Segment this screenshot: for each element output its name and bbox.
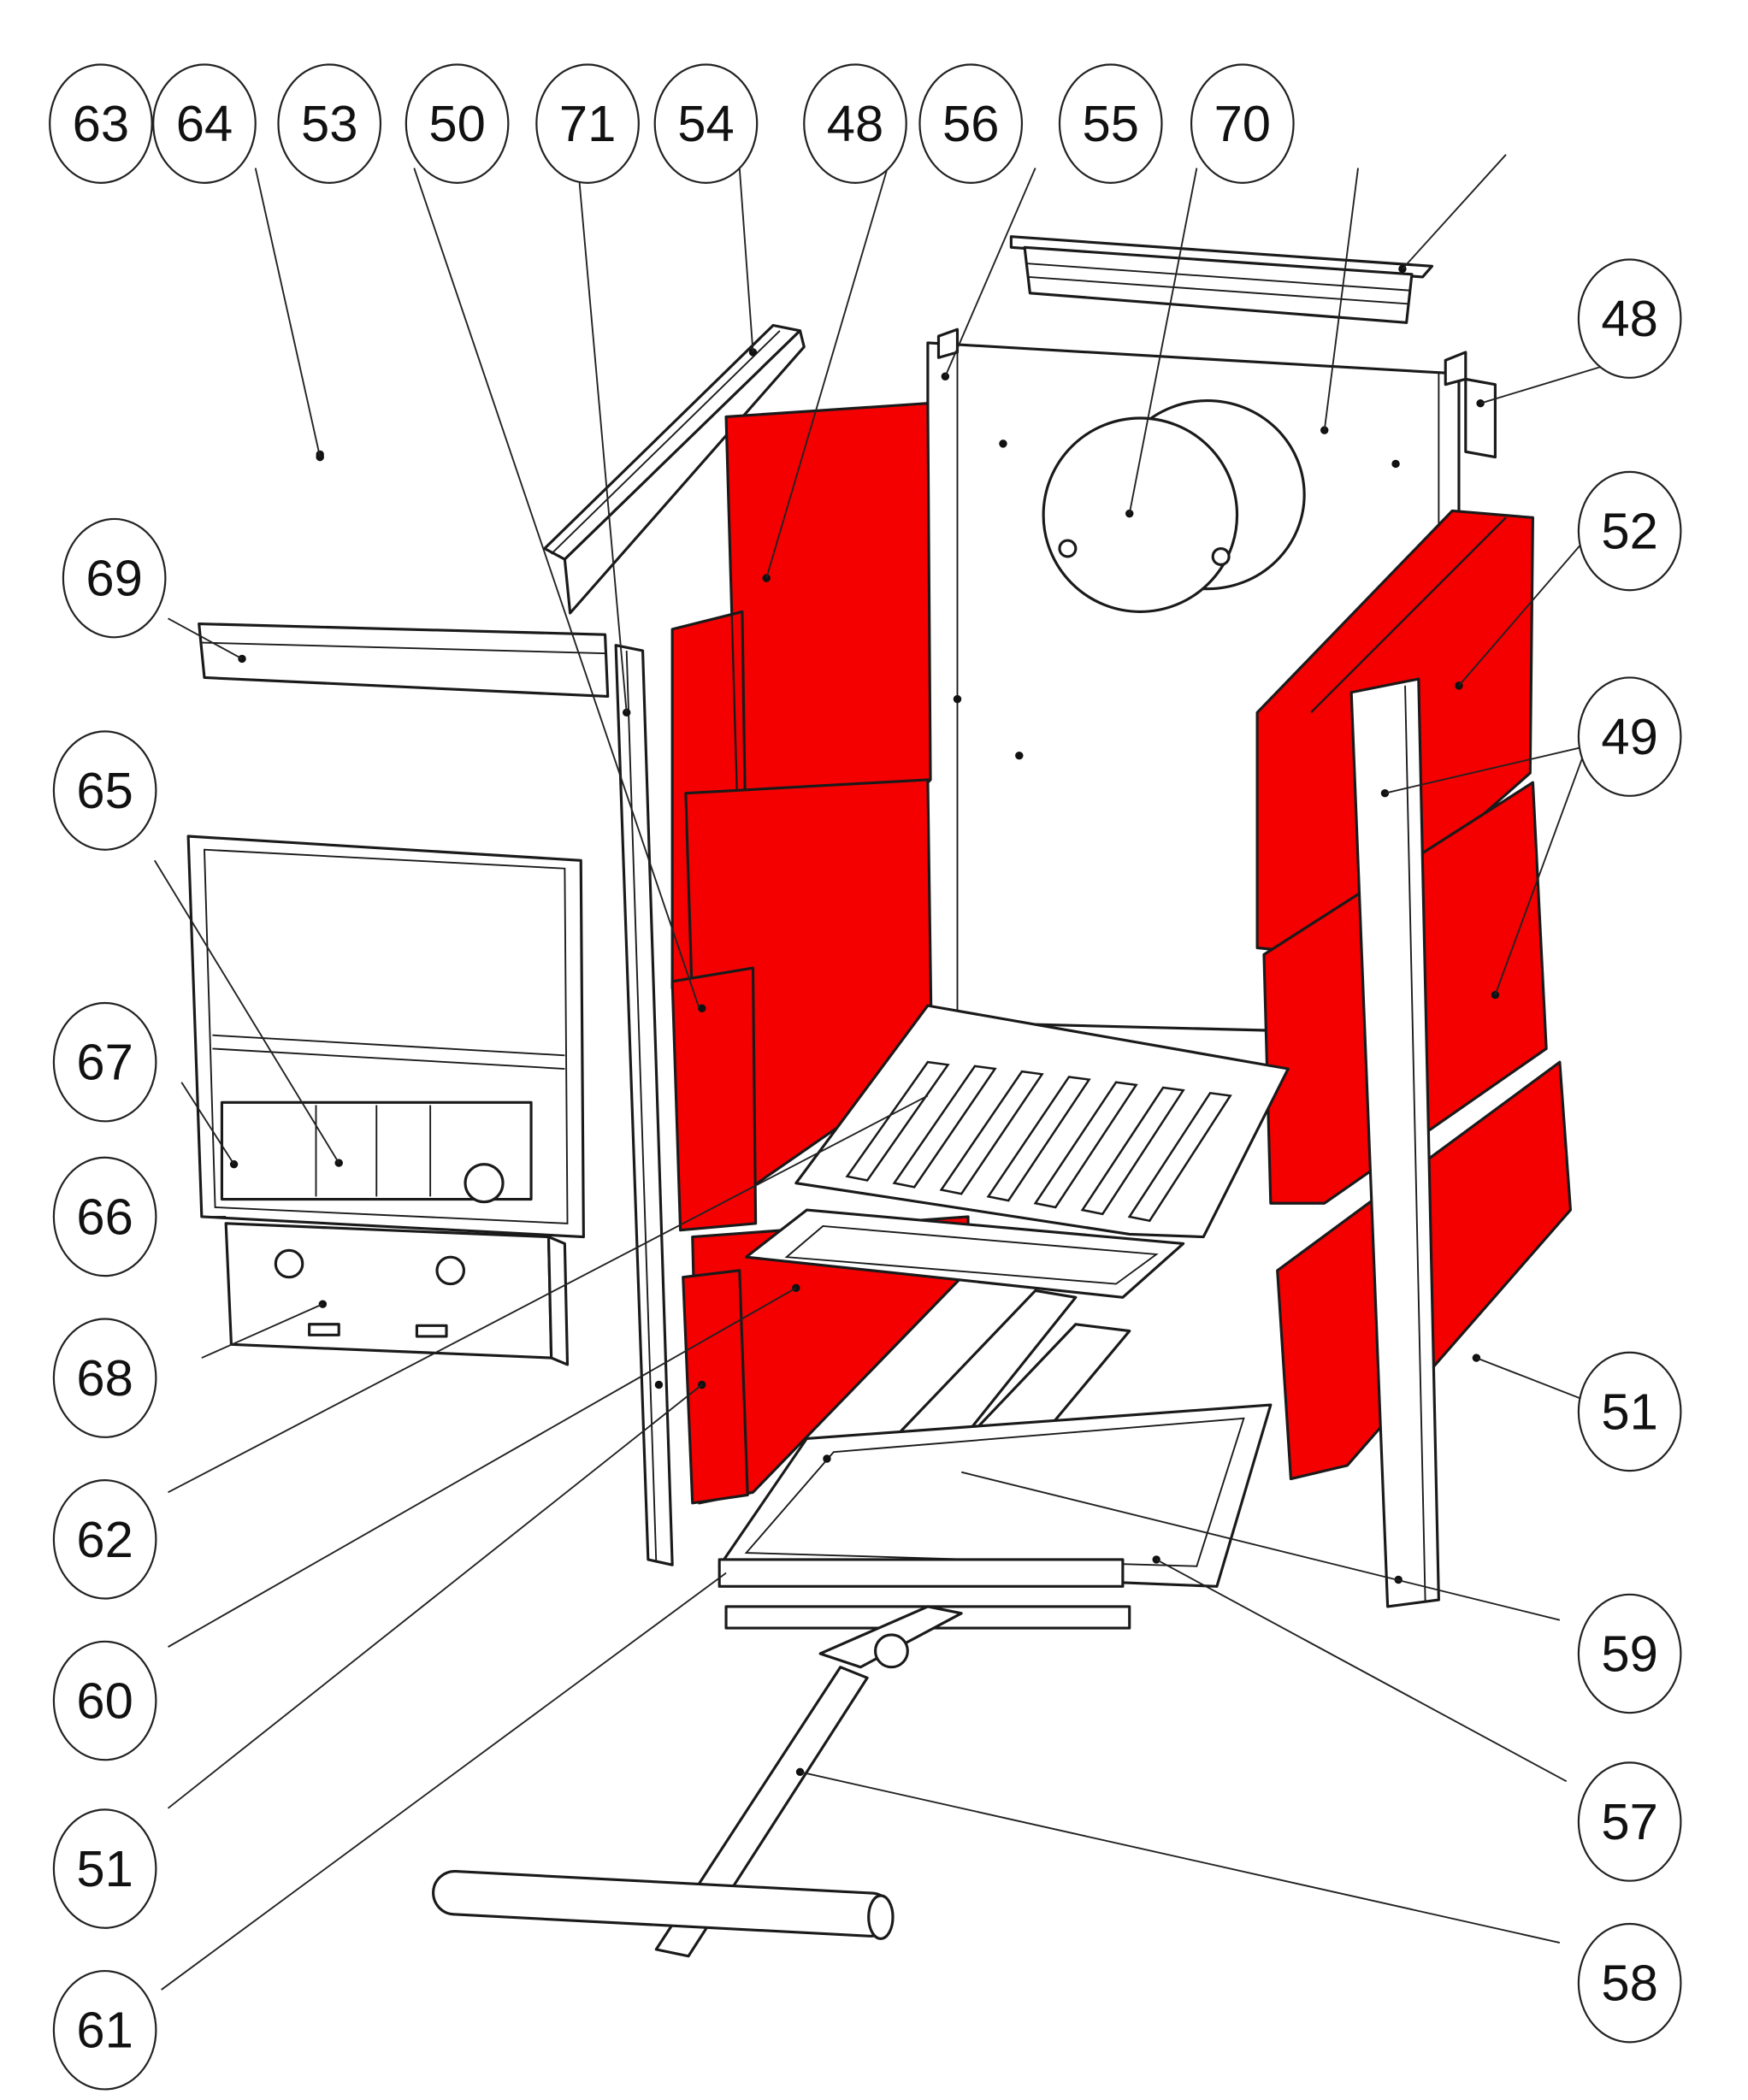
part-grate-62	[794, 1004, 1290, 1239]
part-cross-bar-61	[724, 1605, 1131, 1669]
svg-text:56: 56	[942, 95, 999, 152]
svg-text:58: 58	[1601, 1955, 1657, 2012]
part-firebrick-51-left	[682, 1215, 970, 1505]
callout-60: 60	[52, 1640, 157, 1761]
svg-text:70: 70	[1214, 95, 1271, 152]
callout-51-right: 51	[1577, 1351, 1682, 1472]
part-ash-pan-68	[224, 1222, 570, 1366]
svg-text:60: 60	[76, 1672, 133, 1730]
part-door-mechanism-65	[220, 1100, 533, 1204]
callout-62: 62	[52, 1479, 157, 1600]
part-side-post-50	[614, 644, 674, 1566]
svg-text:62: 62	[76, 1511, 133, 1568]
callout-56: 56	[918, 63, 1024, 184]
svg-text:61: 61	[76, 2002, 133, 2059]
callout-61: 61	[52, 1969, 157, 2091]
callout-69: 69	[62, 517, 167, 639]
grate-slots	[845, 1060, 1232, 1223]
callout-63: 63	[49, 63, 153, 184]
callout-48-right: 48	[1577, 258, 1682, 379]
callout-71: 71	[535, 63, 640, 184]
part-grate-frame-60	[745, 1208, 1185, 1299]
part-upright-channel	[1349, 677, 1440, 1608]
part-top-rail-70	[1009, 235, 1434, 324]
callout-70: 70	[1190, 63, 1295, 184]
svg-text:64: 64	[176, 95, 233, 152]
callout-66: 66	[52, 1156, 157, 1277]
callout-53: 53	[277, 63, 382, 184]
svg-text:66: 66	[76, 1188, 133, 1245]
callout-48-top: 48	[803, 63, 907, 184]
callout-59: 59	[1577, 1593, 1682, 1714]
callout-68: 68	[52, 1318, 157, 1438]
callout-57: 57	[1577, 1761, 1682, 1882]
callout-65: 65	[52, 730, 157, 851]
part-ash-tray-57	[718, 1403, 1273, 1588]
callout-49: 49	[1577, 676, 1682, 797]
svg-text:71: 71	[559, 95, 616, 152]
callout-58: 58	[1577, 1922, 1682, 2044]
callout-54: 54	[653, 63, 759, 184]
svg-text:50: 50	[428, 95, 485, 152]
svg-text:54: 54	[677, 95, 734, 152]
part-t-handle-58	[432, 1666, 895, 1958]
svg-text:51: 51	[76, 1840, 133, 1897]
svg-text:57: 57	[1601, 1793, 1657, 1850]
part-side-bracket-48-right	[1464, 377, 1497, 459]
part-flue-cover-56	[1042, 398, 1306, 613]
callout-55: 55	[1058, 63, 1163, 184]
svg-text:51: 51	[1601, 1383, 1657, 1440]
svg-text:48: 48	[1601, 290, 1657, 347]
svg-text:67: 67	[76, 1034, 133, 1091]
part-front-rail-69	[198, 622, 610, 699]
svg-text:68: 68	[76, 1349, 133, 1407]
svg-text:55: 55	[1082, 95, 1138, 152]
callout-50: 50	[405, 63, 510, 184]
callout-64: 64	[152, 63, 257, 184]
svg-text:52: 52	[1601, 503, 1657, 560]
part-firebrick-53	[670, 778, 934, 1232]
callout-52: 52	[1577, 470, 1682, 592]
svg-text:59: 59	[1601, 1625, 1657, 1682]
svg-text:69: 69	[86, 550, 142, 607]
svg-text:49: 49	[1601, 708, 1657, 765]
svg-text:63: 63	[73, 95, 129, 152]
leader-lines	[154, 154, 1615, 1991]
svg-text:48: 48	[827, 95, 883, 152]
callout-67: 67	[52, 1001, 157, 1123]
svg-text:65: 65	[76, 762, 133, 819]
svg-text:53: 53	[301, 95, 357, 152]
callout-51-left: 51	[52, 1808, 157, 1929]
